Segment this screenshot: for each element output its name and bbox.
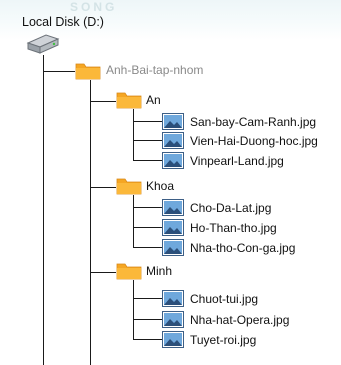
tree-connector bbox=[43, 55, 44, 365]
folder-label-an: An bbox=[146, 93, 161, 107]
root-drive-label: Local Disk (D:) bbox=[22, 15, 104, 29]
folder-label-minh: Minh bbox=[146, 264, 173, 278]
file-label: San-bay-Cam-Ranh.jpg bbox=[190, 115, 317, 129]
tree-connector bbox=[133, 140, 162, 141]
image-file-icon bbox=[162, 132, 184, 149]
tree-connector bbox=[133, 339, 162, 340]
tree-connector bbox=[43, 71, 75, 72]
tree-connector bbox=[90, 101, 116, 102]
image-file-icon bbox=[162, 219, 184, 236]
file-label: Vien-Hai-Duong-hoc.jpg bbox=[190, 134, 318, 148]
tree-connector bbox=[133, 195, 134, 247]
image-file-icon bbox=[162, 331, 184, 348]
file-label: Nha-tho-Con-ga.jpg bbox=[190, 241, 296, 255]
folder-icon bbox=[116, 178, 142, 195]
folder-icon bbox=[116, 92, 142, 109]
file-label: Chuot-tui.jpg bbox=[190, 292, 259, 306]
tree-connector bbox=[90, 80, 91, 365]
tree-connector bbox=[90, 272, 116, 273]
image-file-icon bbox=[162, 152, 184, 169]
file-label: Tuyet-roi.jpg bbox=[190, 333, 257, 347]
tree-connector bbox=[133, 121, 162, 122]
image-file-icon bbox=[162, 113, 184, 130]
image-file-icon bbox=[162, 239, 184, 256]
main-folder-label: Anh-Bai-tap-nhom bbox=[106, 63, 204, 77]
hard-drive-icon bbox=[26, 34, 60, 54]
tree-connector bbox=[133, 227, 162, 228]
tree-connector bbox=[133, 160, 162, 161]
tree-connector bbox=[133, 280, 134, 339]
tree-connector bbox=[133, 247, 162, 248]
file-label: Ho-Than-tho.jpg bbox=[190, 221, 277, 235]
image-file-icon bbox=[162, 311, 184, 328]
image-file-icon bbox=[162, 290, 184, 307]
folder-icon bbox=[75, 63, 101, 80]
folder-label-khoa: Khoa bbox=[146, 179, 175, 193]
file-label: Vinpearl-Land.jpg bbox=[190, 154, 284, 168]
folder-icon bbox=[116, 263, 142, 280]
tree-connector bbox=[133, 319, 162, 320]
file-label: Cho-Da-Lat.jpg bbox=[190, 201, 272, 215]
watermark-text: SONG bbox=[70, 0, 118, 14]
image-file-icon bbox=[162, 199, 184, 216]
tree-connector bbox=[90, 187, 116, 188]
file-label: Nha-hat-Opera.jpg bbox=[190, 313, 290, 327]
tree-connector bbox=[133, 207, 162, 208]
tree-connector bbox=[133, 109, 134, 160]
tree-connector bbox=[133, 298, 162, 299]
